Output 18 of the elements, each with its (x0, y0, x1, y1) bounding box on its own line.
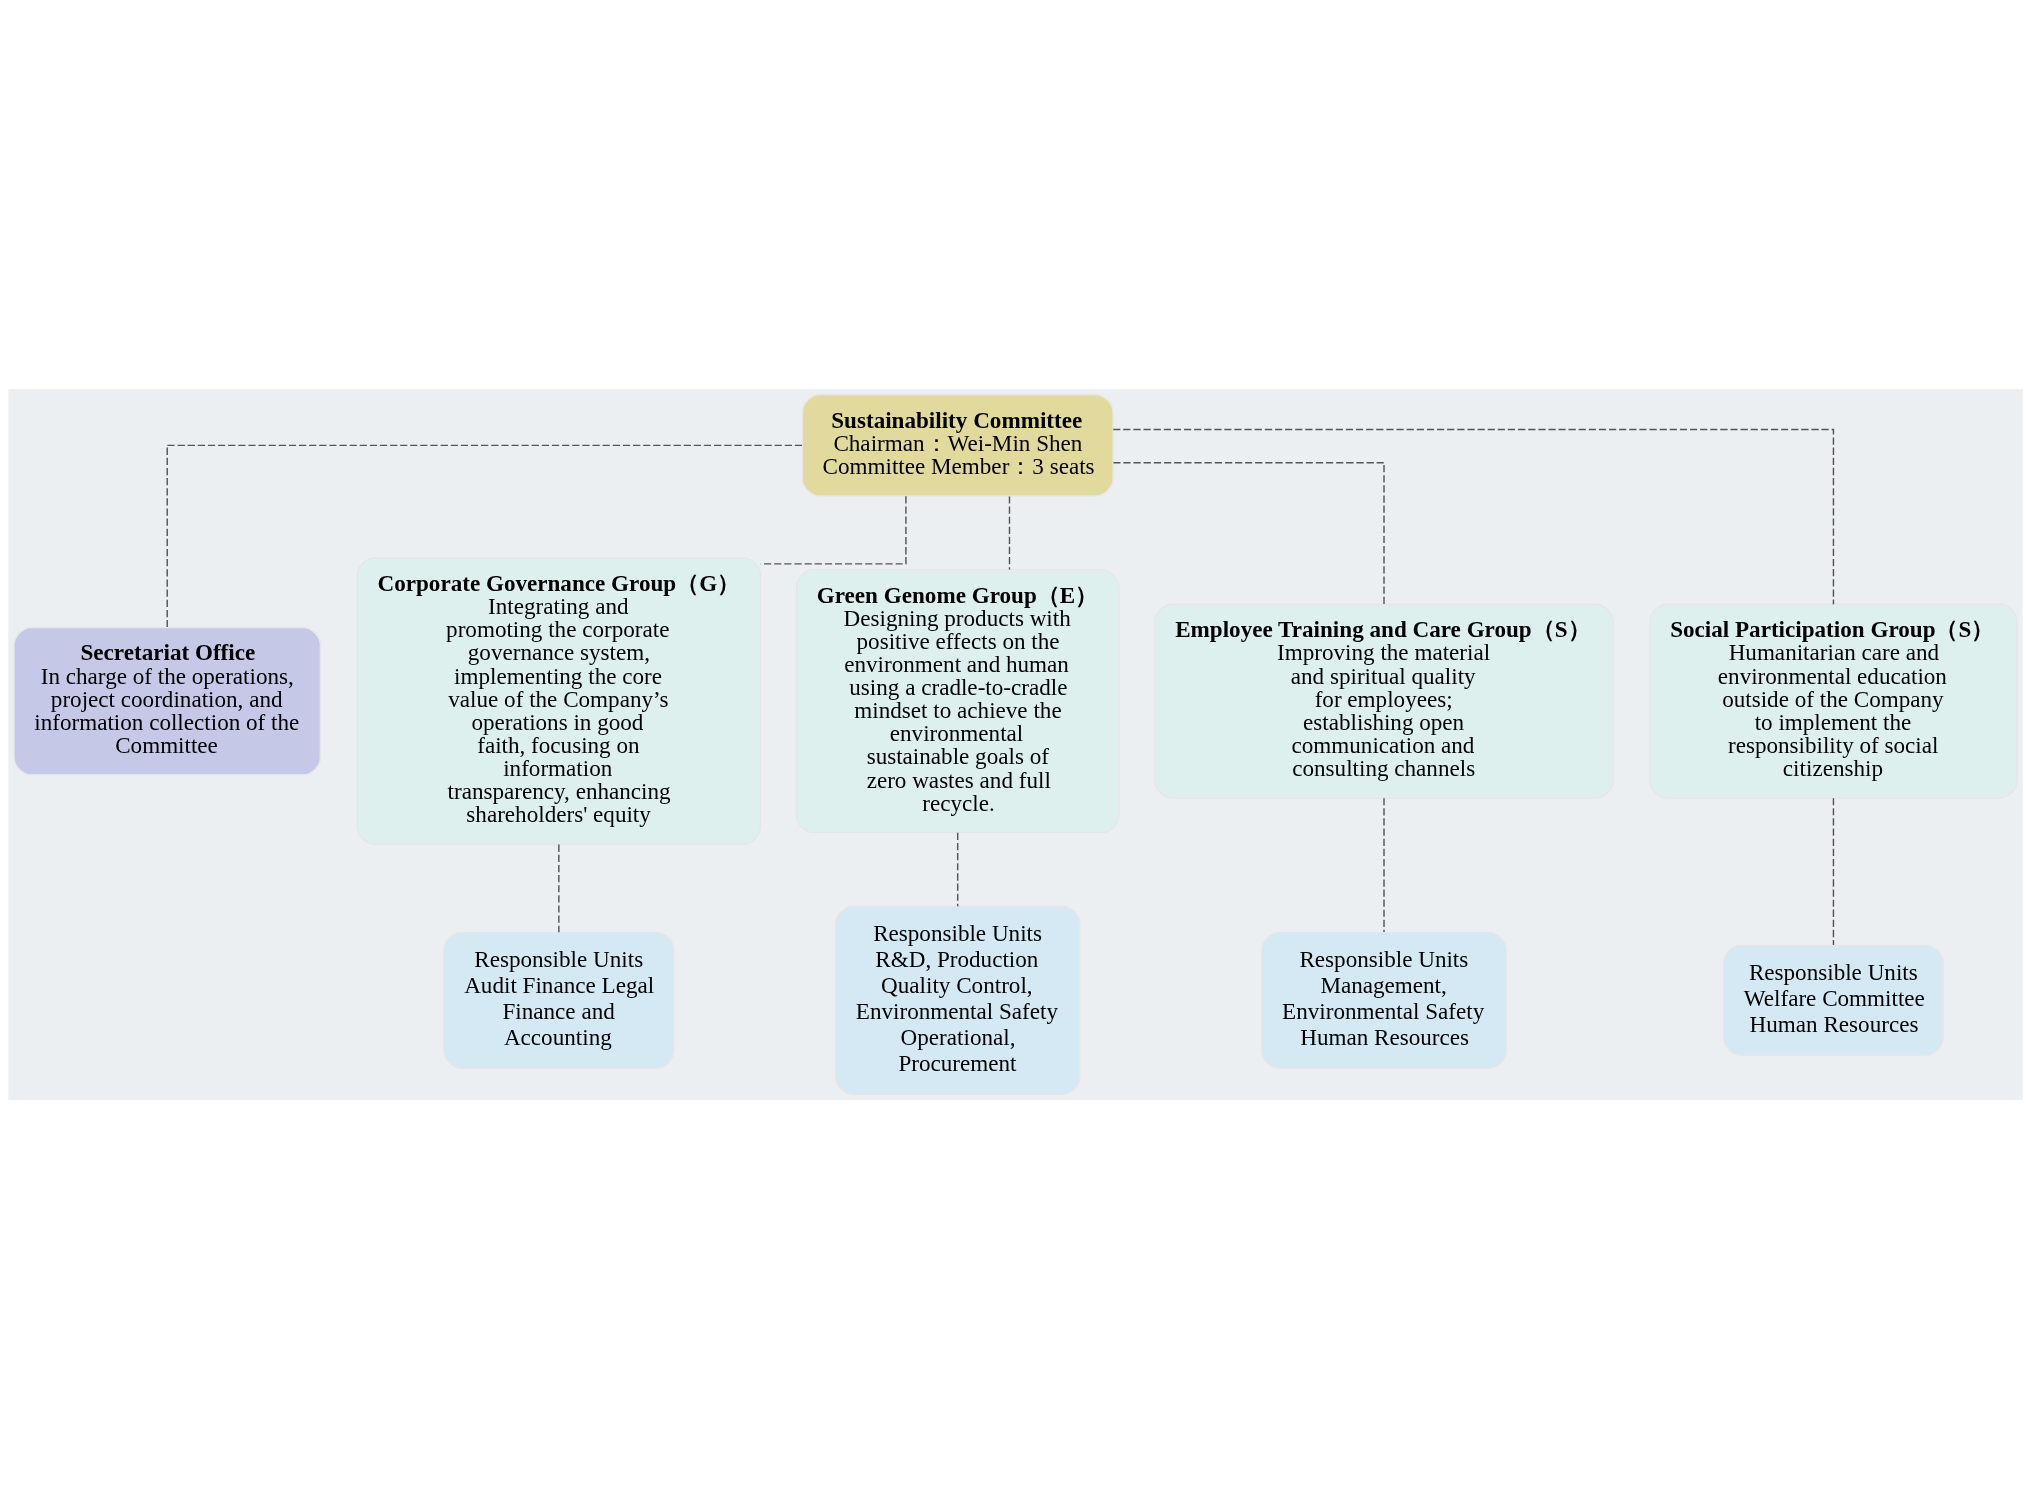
node-box: Corporate Governance Group（G） Integrating and promoting the corporate governance system, implementing the core value of the Company’s operations in good faith, focusing on information transparency, enhancing shareholders' equity (356, 557, 762, 845)
node-box: Sustainability Committee Chairman：Wei-Min Shen Committee Member：3 seats (801, 394, 1114, 497)
connector (956, 832, 959, 908)
connector (1112, 428, 1835, 605)
connector (558, 843, 560, 933)
node-box: Green Genome Group（E） Designing products with positive effects on the environment and human using a cradle-to-cradle mindset to achieve the environmental sustainable goals of zero wastes and full recycle. (795, 568, 1120, 834)
connector (1008, 495, 1011, 571)
connector (166, 444, 803, 628)
connector (1383, 797, 1385, 933)
node-box: Responsible Units Management, Environmental Safety Human Resources (1261, 931, 1507, 1069)
node-box: Secretariat Office In charge of the operations, project coordination, and information collection of the Committee (13, 626, 322, 776)
connector (1112, 461, 1385, 605)
node-box: Employee Training and Care Group（S） Improving the material and spiritual quality for employees; establishing open communication and consulting channels (1154, 603, 1614, 799)
node-box: Responsible Units R&D, Production Quality Control, Environmental Safety Operational, Procurement (834, 905, 1081, 1095)
connector (1832, 797, 1835, 946)
node-box: Responsible Units Welfare Committee Human Resources (1722, 944, 1944, 1056)
node-box: Responsible Units Audit Finance Legal Finance and Accounting (443, 931, 675, 1069)
node-box: Social Participation Group（S） Humanitarian care and environmental education outside of the Company to implement the responsibility of social citizenship (1649, 603, 2018, 799)
